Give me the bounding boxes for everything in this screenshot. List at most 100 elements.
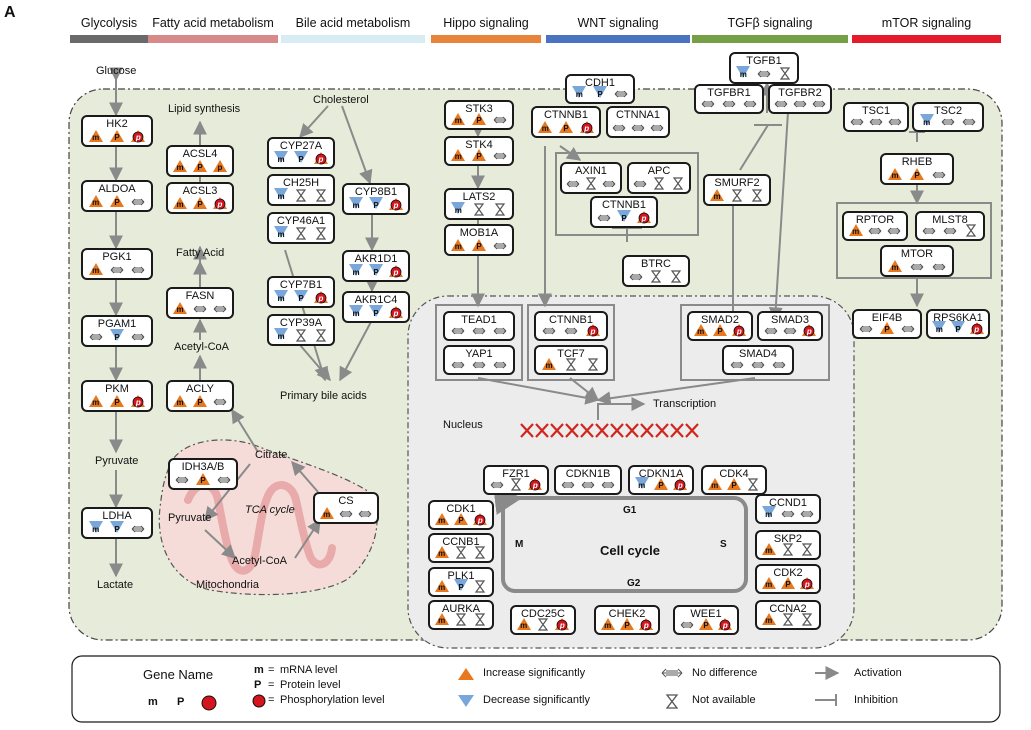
protein-state-icon: P (653, 476, 669, 491)
gene-name: EIF4B (871, 312, 903, 324)
gene-name: SMAD2 (701, 314, 739, 326)
dna-mark (685, 423, 699, 438)
gene-name: BTRC (641, 258, 671, 270)
gene-name: RPTOR (855, 214, 895, 226)
gene-name: CYP7B1 (279, 279, 323, 291)
not-available-icon (665, 694, 679, 709)
legend-gene-name: Gene Name (143, 667, 214, 682)
protein-state-icon: P (368, 263, 384, 278)
gene-state-row (631, 175, 687, 190)
protein-state-icon (471, 356, 487, 371)
protein-state-icon (756, 65, 772, 80)
mrna-state-icon (611, 119, 627, 134)
pyruvate-to-acetylcoa (204, 529, 237, 559)
mrna-state-icon (700, 95, 716, 110)
mrna-state-icon: m (887, 166, 903, 181)
phospho-state-icon: p (130, 128, 146, 143)
legend-desc-m_key: mRNA level (280, 664, 338, 676)
phospho-state-icon (799, 505, 815, 520)
gene-name: AXIN1 (575, 165, 607, 177)
gene-state-row: P (85, 328, 149, 343)
gene-name: LDHA (102, 510, 132, 522)
gene-name: FZR1 (502, 468, 530, 480)
protein-state-icon: P (616, 209, 632, 224)
gene-state-row (564, 175, 618, 190)
protein-state-icon (630, 119, 646, 134)
acetylcoa-to-cs (294, 518, 321, 559)
phospho-state-icon (492, 111, 508, 126)
protein-state-icon: P (698, 616, 714, 631)
smad-complex-frame (680, 304, 830, 381)
phospho-state-icon: p (313, 289, 329, 304)
phospho-state-icon: p (554, 616, 570, 631)
gene-box-btrc: BTRC (622, 255, 690, 287)
gene-name: HK2 (106, 118, 128, 130)
mrna-state-icon: m (172, 393, 188, 408)
phospho-state-icon: p (388, 196, 404, 211)
category-label-bile: Bile acid metabolism (295, 16, 411, 30)
dna-mark (595, 423, 609, 438)
protein-state-icon (780, 505, 796, 520)
protein-state-icon (580, 476, 596, 491)
label-phase-s: S (720, 539, 727, 550)
phospho-state-icon (492, 147, 508, 162)
label-transcription: Transcription (653, 398, 717, 410)
dna-mark (550, 423, 564, 438)
label-primary-bile: Primary bile acids (280, 390, 367, 402)
protein-state-icon (780, 611, 796, 626)
gene-state-row: m (759, 505, 817, 520)
protein-state-icon: P (592, 85, 608, 100)
gene-state-row (558, 476, 618, 491)
phospho-state-icon: p (212, 158, 228, 173)
phospho-state-icon: p (731, 322, 747, 337)
category-label-mtor: mTOR signaling (881, 16, 972, 30)
gene-state-row (610, 119, 666, 134)
mrna-state-icon: m (273, 150, 289, 165)
gene-box-tgfbr1: TGFBR1 (694, 84, 764, 114)
dna-mark (610, 423, 624, 438)
phospho-state-icon: p (717, 616, 733, 631)
mrna-state-icon: m (516, 616, 532, 631)
protein-state-icon (453, 611, 469, 626)
phospho-state-icon (601, 175, 617, 190)
gene-name: AKR1D1 (354, 253, 398, 265)
protein-state-icon (535, 616, 551, 631)
category-label-glycolysis: Glycolysis (80, 16, 138, 30)
label-glucose: Glucose (96, 65, 137, 77)
phospho-state-icon (799, 611, 815, 626)
category-bar-glycolysis (70, 35, 148, 43)
phospho-state-icon (492, 322, 508, 337)
dna-mark (565, 423, 579, 438)
category-bar-hippo (431, 35, 541, 43)
mrna-state-icon: m (348, 304, 364, 319)
category-label-fatty: Fatty acid metabolism (152, 16, 274, 30)
mrna-state-icon: m (887, 258, 903, 273)
category-bar-wnt (546, 35, 690, 43)
gene-name: PGAM1 (97, 318, 137, 330)
phospho-state-icon (357, 505, 373, 520)
protein-state-icon (453, 544, 469, 559)
mrna-state-icon: m (434, 511, 450, 526)
phospho-state-icon: p (527, 476, 543, 491)
gene-name: CYP8B1 (354, 186, 398, 198)
phospho-state-icon: p (638, 616, 654, 631)
cell-cycle-head (493, 487, 523, 520)
gene-state-row: m (317, 505, 375, 520)
legend-desc-ph: Phosphorylation level (280, 694, 385, 706)
phospho-state-icon: p (969, 320, 985, 335)
legend-box-phospho-icon (201, 695, 217, 711)
gene-state-row: m (759, 611, 817, 626)
